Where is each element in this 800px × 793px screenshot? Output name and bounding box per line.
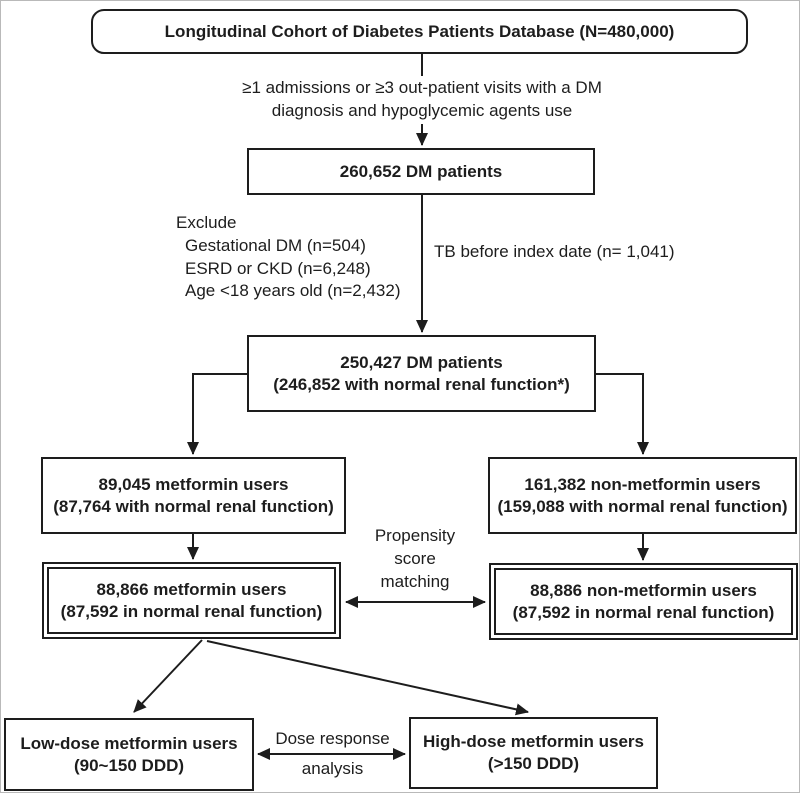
note-exclusions: Exclude Gestational DM (n=504) ESRD or C…	[176, 212, 400, 303]
box-dm-patients: 260,652 DM patients	[247, 148, 595, 195]
box-nonmetformin-users-line1: 161,382 non-metformin users	[524, 474, 761, 494]
box-metformin-users: 89,045 metformin users (87,764 with norm…	[41, 457, 346, 534]
box-matched-metformin-users: 88,866 metformin users (87,592 in normal…	[42, 562, 341, 639]
connector-branch-left	[187, 373, 247, 455]
box-cohort-database-label: Longitudinal Cohort of Diabetes Patients…	[164, 21, 675, 41]
box-matched-nonmetformin-line2: (87,592 in normal renal function)	[512, 602, 775, 622]
box-highdose-line1: High-dose metformin users	[422, 732, 645, 752]
box-lowdose-line2: (90~150 DDD)	[73, 755, 185, 775]
box-highdose-line2: (>150 DDD)	[487, 754, 580, 773]
note-tb-exclusion: TB before index date (n= 1,041)	[434, 241, 675, 264]
box-lowdose-line1: Low-dose metformin users	[20, 733, 238, 753]
box-nonmetformin-users: 161,382 non-metformin users (159,088 wit…	[488, 457, 797, 534]
note-propensity-score-matching: Propensity score matching	[353, 525, 477, 593]
note-exclusion-item: Age <18 years old (n=2,432)	[185, 281, 401, 301]
box-dm-patients-filtered-line2: (246,852 with normal renal function*)	[273, 374, 570, 394]
box-metformin-users-line2: (87,764 with normal renal function)	[53, 496, 334, 516]
note-dose-response-line1: Dose response	[275, 729, 390, 748]
connector-highdose-diagonal	[206, 640, 529, 716]
box-dm-patients-filtered: 250,427 DM patients (246,852 with normal…	[247, 335, 596, 412]
note-inclusion-criteria: ≥1 admissions or ≥3 out-patient visits w…	[222, 77, 622, 123]
box-dm-patients-label: 260,652 DM patients	[339, 161, 503, 181]
note-exclusion-item: Gestational DM (n=504)	[185, 235, 366, 255]
note-psm-line2: score	[394, 548, 436, 568]
box-highdose-metformin: High-dose metformin users (>150 DDD)	[409, 717, 658, 789]
box-lowdose-metformin: Low-dose metformin users (90~150 DDD)	[4, 718, 254, 791]
note-inclusion-criteria-line2: diagnosis and hypoglycemic agents use	[271, 100, 573, 120]
box-matched-nonmetformin-line1: 88,886 non-metformin users	[530, 580, 757, 600]
note-tb-exclusion-label: TB before index date (n= 1,041)	[434, 242, 675, 261]
connector-lowdose-diagonal	[133, 639, 203, 713]
box-matched-metformin-line2: (87,592 in normal renal function)	[60, 601, 323, 621]
box-cohort-database: Longitudinal Cohort of Diabetes Patients…	[91, 9, 748, 54]
box-matched-nonmetformin-users: 88,886 non-metformin users (87,592 in no…	[489, 563, 798, 640]
note-psm-line1: Propensity	[374, 526, 456, 545]
connector-branch-right	[596, 373, 649, 455]
box-nonmetformin-users-line2: (159,088 with normal renal function)	[497, 496, 788, 516]
note-exclusion-item: ESRD or CKD (n=6,248)	[185, 258, 371, 278]
note-psm-line3: matching	[380, 571, 450, 591]
box-dm-patients-filtered-line1: 250,427 DM patients	[340, 352, 503, 372]
note-dose-response-line2: analysis	[301, 759, 364, 778]
note-exclusions-title: Exclude	[176, 213, 237, 232]
note-inclusion-criteria-line1: ≥1 admissions or ≥3 out-patient visits w…	[242, 78, 602, 97]
box-matched-metformin-line1: 88,866 metformin users	[96, 579, 287, 599]
box-metformin-users-line1: 89,045 metformin users	[98, 474, 289, 494]
